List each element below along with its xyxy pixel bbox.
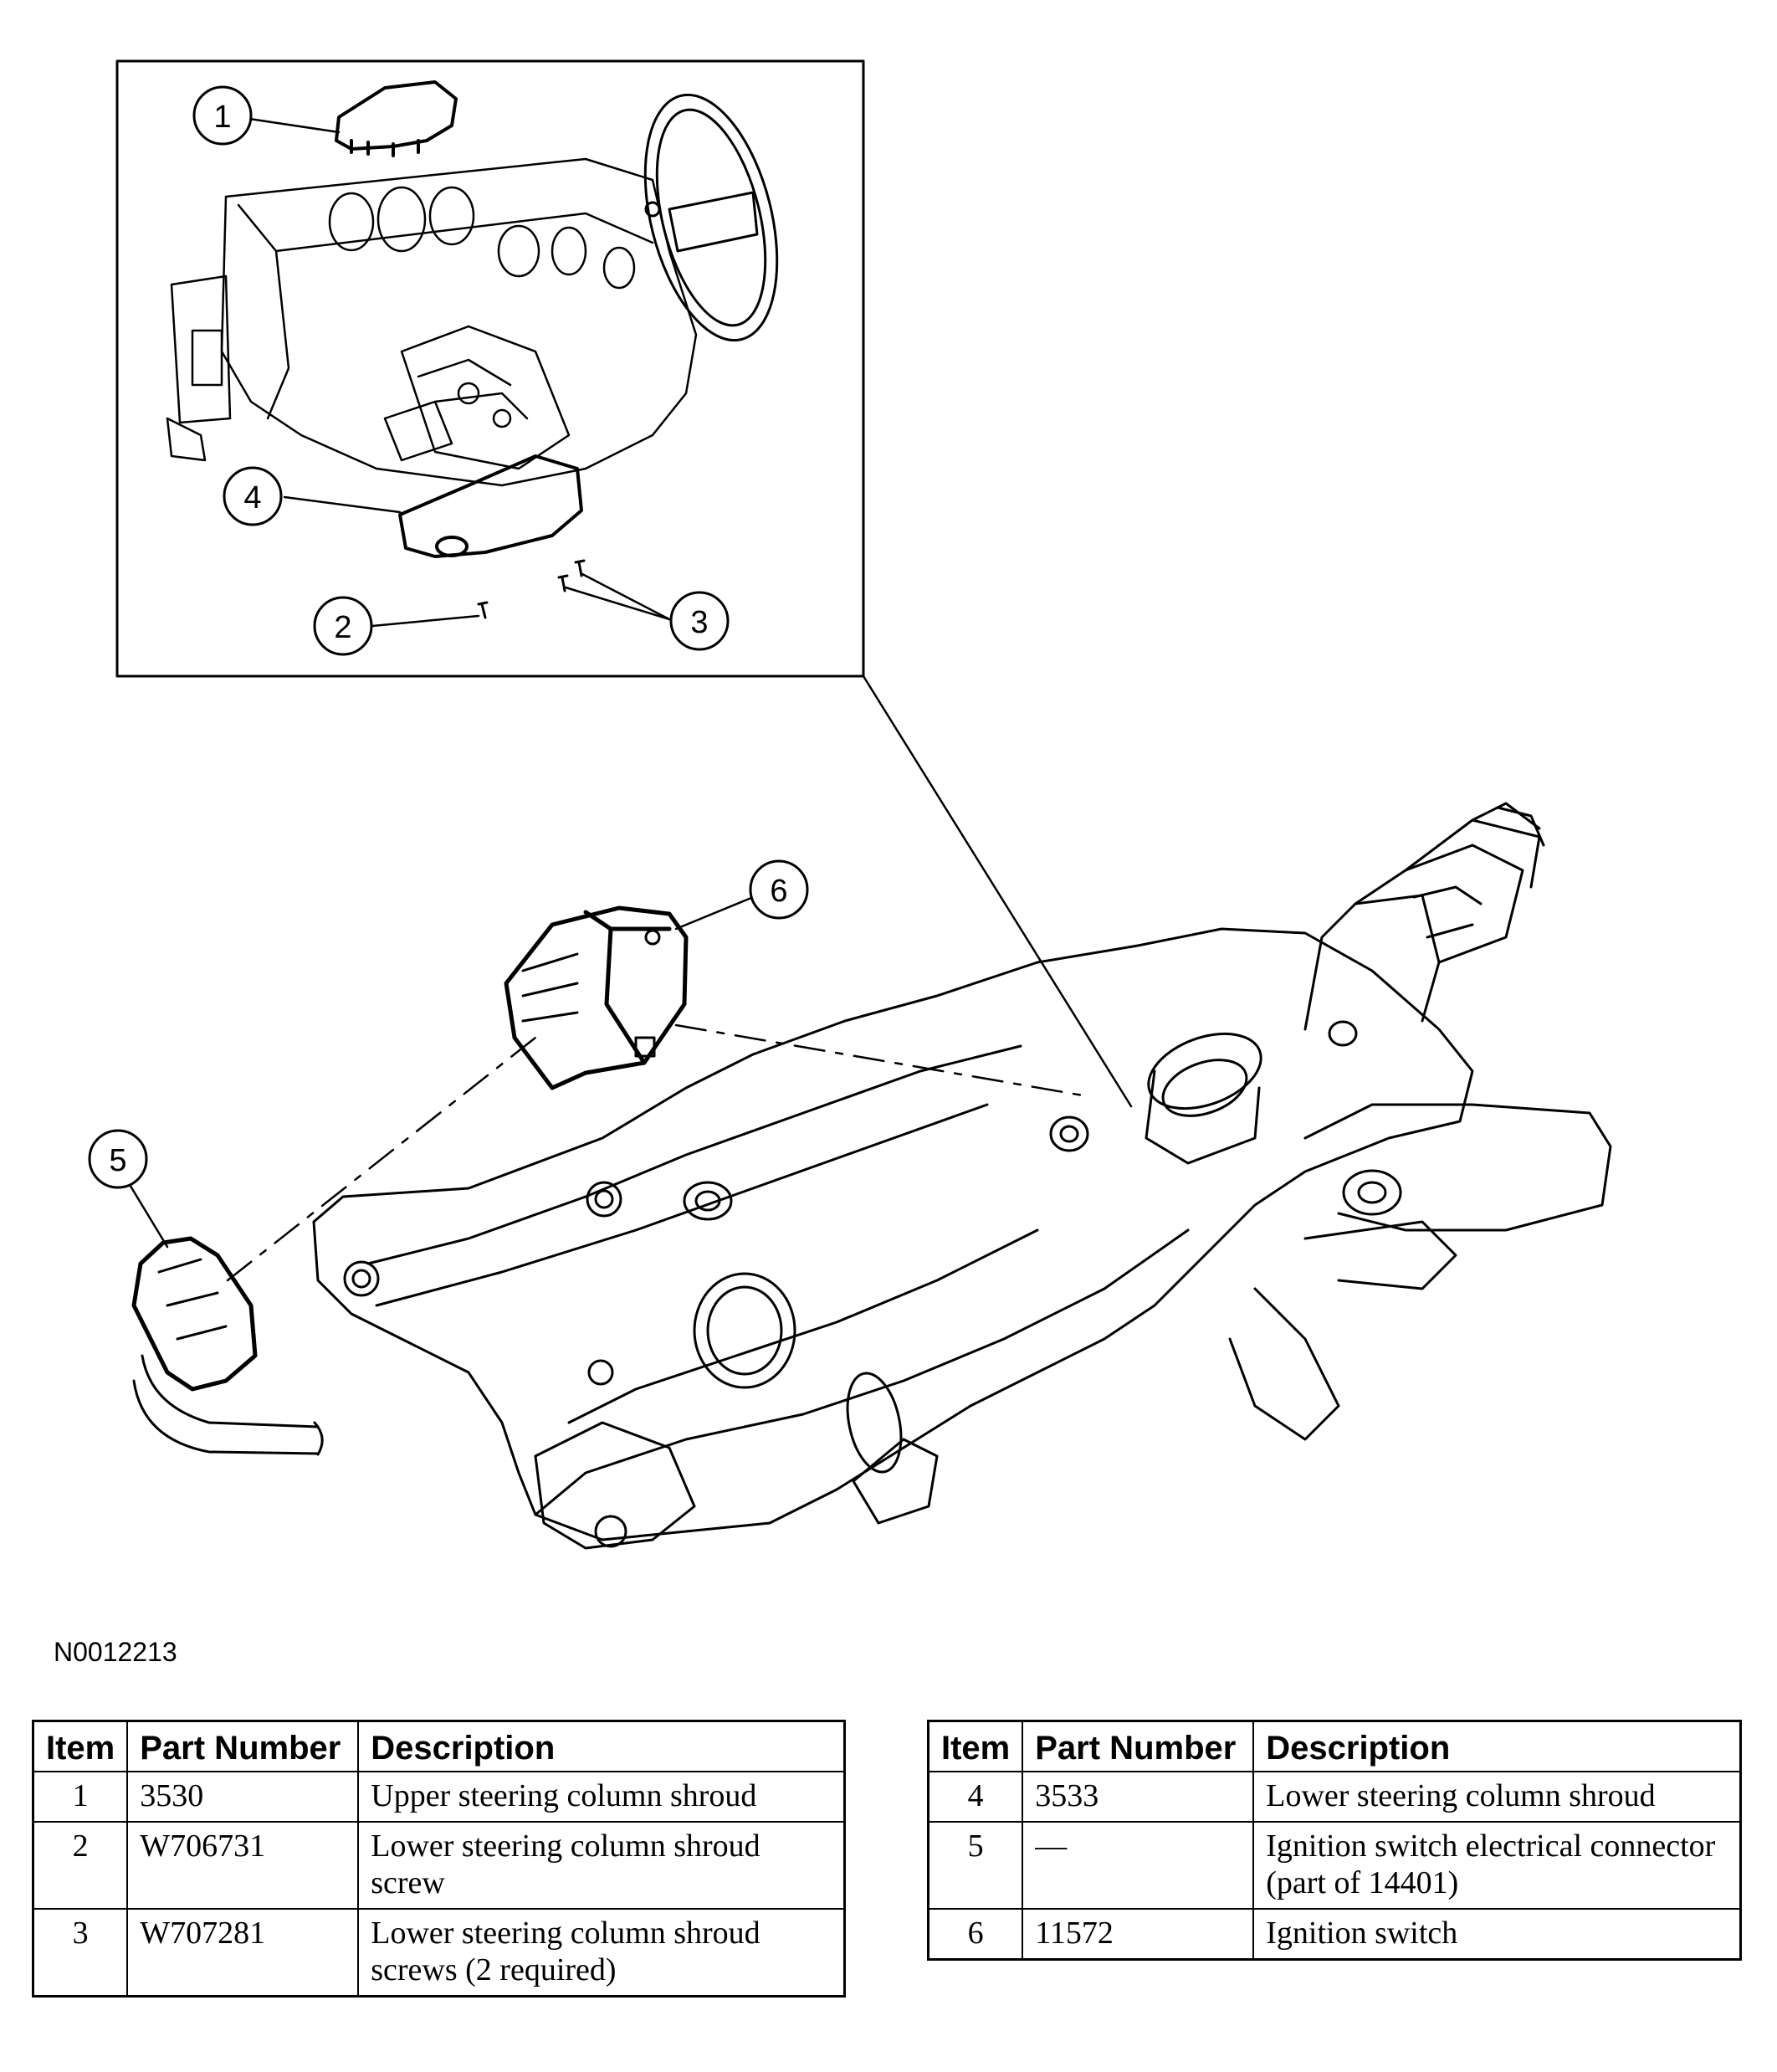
- table-header-row: Item Part Number Description: [927, 1720, 1742, 1772]
- callout-2-leader: [371, 614, 480, 628]
- description-cell: Ignition switch electrical connector (pa…: [1252, 1821, 1742, 1910]
- part-number-cell: 3530: [126, 1771, 360, 1823]
- item-cell: 1: [32, 1771, 129, 1823]
- part-number-cell: —: [1022, 1821, 1255, 1910]
- shroud-screws: [477, 559, 586, 619]
- table-row: 1 3530 Upper steering column shroud: [32, 1771, 846, 1823]
- callout-6: 6: [749, 859, 809, 920]
- alignment-lines: [226, 1023, 1089, 1282]
- item-cell: 4: [927, 1771, 1024, 1823]
- part-number-cell: 11572: [1022, 1908, 1255, 1961]
- item-cell: 3: [32, 1908, 129, 1998]
- upper-shroud-part: [335, 80, 458, 157]
- header-item: Item: [32, 1720, 129, 1772]
- inset-frame: [115, 59, 865, 678]
- svg-text:5: 5: [109, 1143, 126, 1178]
- callout-5-leader: [127, 1182, 169, 1249]
- steering-wheel: [643, 93, 779, 342]
- parts-table-left: Item Part Number Description 1 3530 Uppe…: [32, 1720, 846, 1998]
- table-row: 3 W707281 Lower steering column shroud s…: [32, 1908, 846, 1998]
- item-cell: 2: [32, 1821, 129, 1910]
- table-row: 6 11572 Ignition switch: [927, 1908, 1742, 1961]
- exploded-view-illustration: 1 4 2 3 6 5: [88, 59, 1612, 1550]
- callout-3-leader-a: [564, 586, 671, 621]
- description-cell: Ignition switch: [1252, 1908, 1742, 1961]
- description-cell: Lower steering column shroud screw: [357, 1821, 846, 1910]
- callout-2: 2: [313, 596, 373, 656]
- table-row: 5 — Ignition switch electrical connector…: [927, 1821, 1742, 1910]
- callout-3-leader-b: [581, 572, 671, 621]
- description-cell: Lower steering column shroud screws (2 r…: [357, 1908, 846, 1998]
- lower-shroud-part: [398, 454, 583, 558]
- header-item: Item: [927, 1720, 1024, 1772]
- description-cell: Lower steering column shroud: [1252, 1771, 1742, 1823]
- callout-6-leader: [674, 896, 753, 931]
- header-description: Description: [1252, 1720, 1742, 1772]
- inset-leader-line: [862, 674, 1133, 1108]
- svg-text:4: 4: [243, 480, 261, 515]
- ignition-connector-part: [131, 1236, 324, 1456]
- part-number-cell: W706731: [126, 1821, 360, 1910]
- callout-4-leader: [283, 495, 402, 514]
- steering-column: [312, 802, 1612, 1550]
- ignition-switch-part: [504, 905, 689, 1090]
- instrument-panel: [166, 157, 698, 487]
- callout-3: 3: [669, 591, 730, 651]
- description-cell: Upper steering column shroud: [357, 1771, 846, 1823]
- table-row: 2 W706731 Lower steering column shroud s…: [32, 1821, 846, 1910]
- inset-dashboard-view: [115, 59, 1133, 1108]
- item-cell: 5: [927, 1821, 1024, 1910]
- figure-id: N0012213: [54, 1637, 177, 1667]
- header-part-number: Part Number: [1022, 1720, 1255, 1772]
- table-row: 4 3533 Lower steering column shroud: [927, 1771, 1742, 1823]
- part-number-cell: 3533: [1022, 1771, 1255, 1823]
- parts-table-right: Item Part Number Description 4 3533 Lowe…: [927, 1720, 1742, 1961]
- table-header-row: Item Part Number Description: [32, 1720, 846, 1772]
- callout-5: 5: [88, 1129, 148, 1189]
- callout-4: 4: [223, 466, 283, 526]
- svg-text:2: 2: [334, 610, 351, 645]
- svg-text:3: 3: [690, 605, 708, 640]
- header-part-number: Part Number: [126, 1720, 360, 1772]
- part-number-cell: W707281: [126, 1908, 360, 1998]
- callout-1-leader: [248, 117, 341, 134]
- svg-text:1: 1: [213, 100, 231, 135]
- header-description: Description: [357, 1720, 846, 1772]
- svg-text:6: 6: [770, 874, 787, 909]
- callout-1: 1: [192, 85, 253, 146]
- item-cell: 6: [927, 1908, 1024, 1961]
